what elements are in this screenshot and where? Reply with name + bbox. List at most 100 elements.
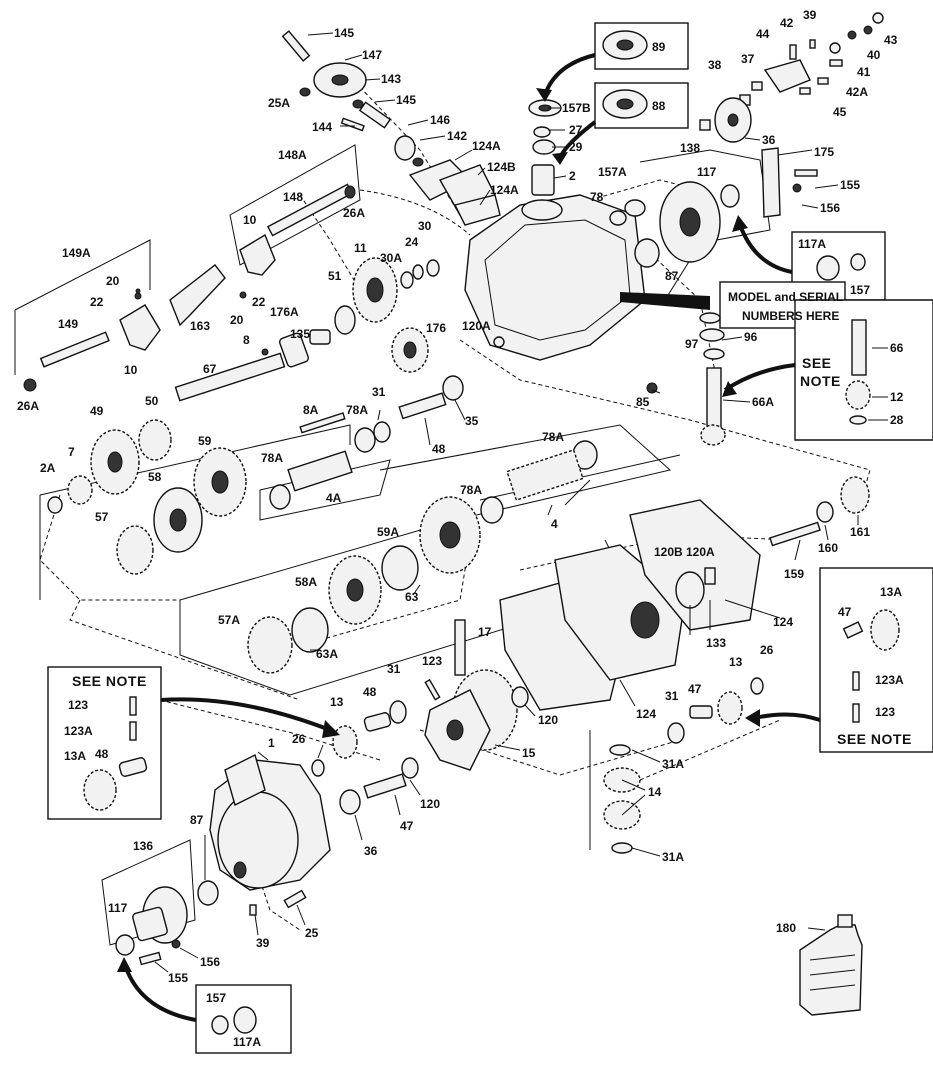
label-11: 11 [354, 241, 367, 255]
label-147: 147 [362, 48, 382, 62]
label-120-2: 120 [420, 797, 440, 811]
seal-142 [412, 157, 424, 167]
box-see-note-right [819, 567, 933, 753]
label-31b: 31 [387, 662, 401, 676]
bearing-146 [394, 135, 416, 161]
label-117b: 117 [108, 901, 128, 915]
label-123: 123 [422, 654, 442, 668]
label-1: 1 [268, 736, 275, 750]
see-note-right [745, 567, 933, 753]
label-87b: 87 [190, 813, 204, 827]
washer-156 [792, 183, 802, 193]
ring-143 [352, 99, 364, 109]
label-20b: 20 [230, 313, 244, 327]
label-120a: 120A [462, 319, 491, 333]
shaft-66 [851, 319, 867, 376]
label-39: 39 [803, 8, 817, 22]
label-157-box: 157 [850, 283, 870, 297]
washer-30a [400, 271, 414, 289]
label-149: 149 [58, 317, 78, 331]
label-146: 146 [430, 113, 450, 127]
ring-27 [533, 126, 551, 138]
middle-gears [47, 375, 464, 575]
bearing-36 [339, 789, 361, 815]
seal-29 [532, 139, 556, 155]
label-39b: 39 [256, 936, 270, 950]
label-49: 49 [90, 404, 104, 418]
fork-10 [239, 233, 276, 276]
spacer-63 [381, 545, 419, 591]
gear-57a [247, 616, 293, 674]
label-37: 37 [741, 52, 755, 66]
model-serial-line1: MODEL and SERIAL [728, 290, 843, 304]
bushing-117b [115, 934, 135, 956]
seal-87b [197, 880, 219, 906]
label-124b: 124B [487, 160, 516, 174]
label-31a-2: 31A [662, 850, 684, 864]
bushing-117 [720, 184, 740, 208]
label-89: 89 [652, 40, 666, 54]
tube-2 [531, 164, 555, 196]
shaft-66-group [699, 299, 933, 446]
bolt-155b [138, 951, 162, 966]
bolt-25 [283, 889, 307, 909]
shifter-assembly [281, 30, 501, 226]
label-22b: 22 [252, 295, 266, 309]
label-149a: 149A [62, 246, 91, 260]
seal-87 [634, 238, 660, 268]
gear-51 [334, 305, 356, 335]
shaft-67 [174, 352, 286, 402]
label-120: 120 [538, 713, 558, 727]
label-3: 3 [663, 293, 670, 307]
bushing-78a-2 [269, 484, 291, 510]
label-57a: 57A [218, 613, 240, 627]
label-57: 57 [95, 510, 109, 524]
label-148a: 148A [278, 148, 307, 162]
washer-30 [426, 259, 440, 277]
label-120a-2: 120A [686, 545, 715, 559]
label-155: 155 [840, 178, 860, 192]
label-59a: 59A [377, 525, 399, 539]
key-144 [340, 117, 365, 132]
gear-7 [67, 475, 93, 505]
label-48-left: 48 [95, 747, 109, 761]
label-160: 160 [818, 541, 838, 555]
leader-lines [154, 32, 888, 973]
label-15: 15 [522, 746, 536, 760]
ring-24 [412, 264, 424, 280]
label-148: 148 [283, 190, 303, 204]
label-124b: 124 [636, 707, 656, 721]
cover-gaskets [499, 476, 870, 711]
label-7: 7 [68, 445, 75, 459]
bearing-157a [624, 199, 646, 217]
gear-cluster-4 [247, 440, 598, 674]
label-120b: 120B [654, 545, 683, 559]
label-31c: 31 [665, 689, 679, 703]
spacer-63a [291, 607, 329, 653]
label-67: 67 [203, 362, 217, 376]
label-180: 180 [776, 921, 796, 935]
bushing-78a-4 [480, 496, 504, 524]
label-124a: 124A [472, 139, 501, 153]
label-10: 10 [243, 213, 257, 227]
label-47: 47 [688, 682, 702, 696]
bushing-78a [354, 427, 376, 453]
plate-175 [761, 147, 781, 218]
gear-13-right [717, 691, 743, 725]
upper-gears [174, 257, 440, 402]
ring-26a-2 [23, 378, 37, 392]
label-157a: 157A [598, 165, 627, 179]
see-note-right-text: SEE NOTE [837, 731, 912, 747]
rail-148 [266, 183, 354, 237]
label-12: 12 [890, 390, 904, 404]
label-48: 48 [432, 442, 446, 456]
part-37 [751, 81, 763, 91]
label-58a: 58A [295, 575, 317, 589]
label-63: 63 [405, 590, 419, 604]
sleeve-4a [287, 450, 353, 492]
gear-13 [332, 725, 358, 759]
label-176a: 176A [270, 305, 299, 319]
rail-149 [39, 331, 110, 368]
pin-17 [454, 619, 466, 676]
